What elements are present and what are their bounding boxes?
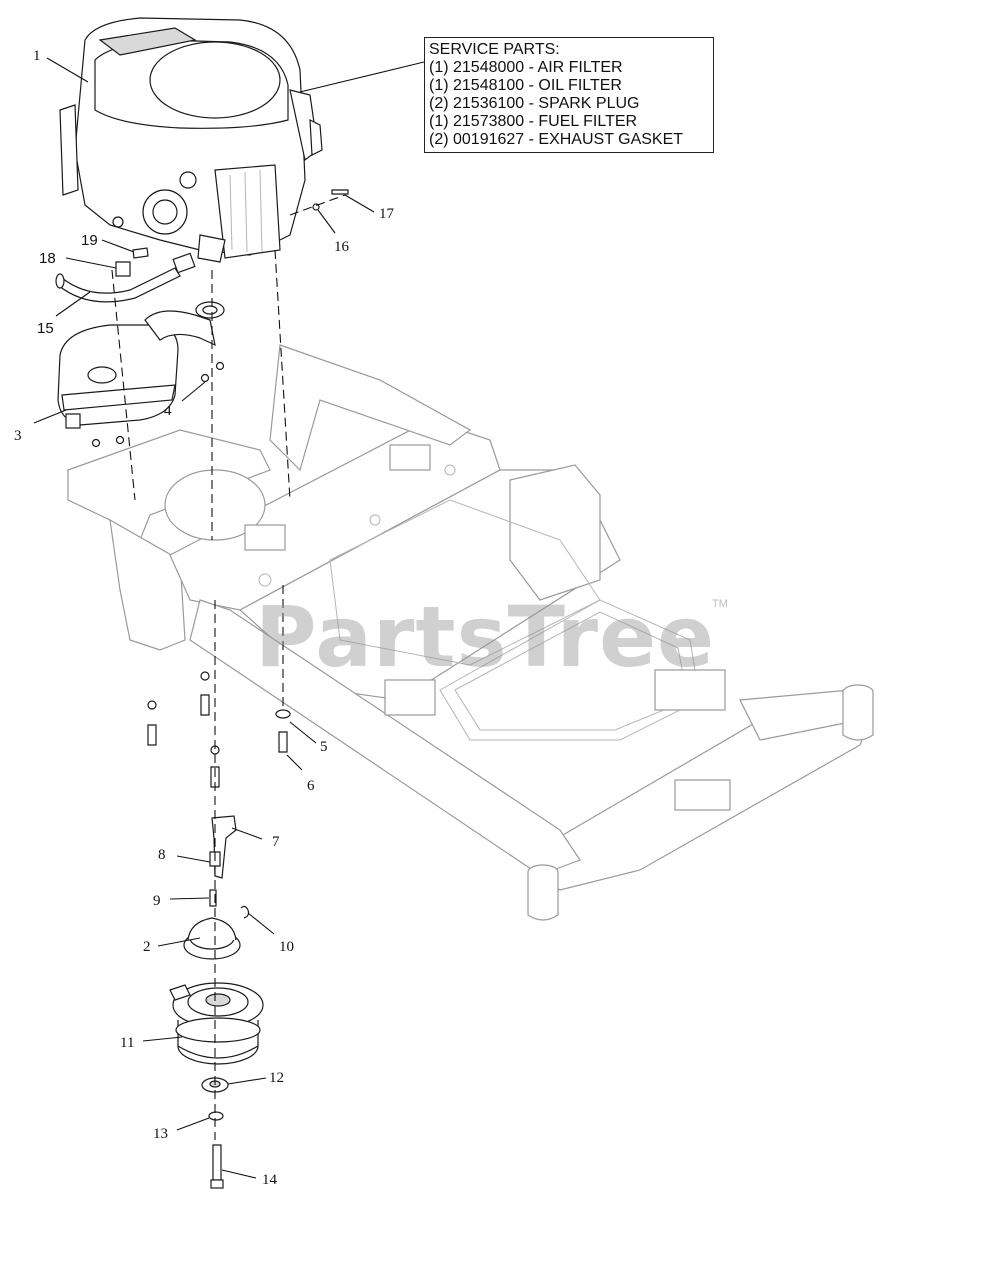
callout-4: 4 (164, 403, 172, 419)
engine-mount-bolts (147, 189, 349, 788)
callout-17: 17 (379, 206, 395, 222)
callout-16: 16 (334, 239, 350, 255)
pto-clutch (169, 982, 264, 1065)
muffler (57, 301, 225, 429)
watermark-text: PartsTree (255, 588, 716, 686)
callout-9: 9 (153, 893, 161, 909)
muffler-nuts (91, 361, 225, 448)
callout-3: 3 (14, 428, 22, 444)
leader-lines (33, 57, 425, 1179)
clutch-bracket (211, 815, 237, 879)
service-part-air-filter: (1) 21548000 - AIR FILTER (429, 59, 623, 76)
callout-13: 13 (153, 1126, 168, 1142)
watermark-trademark: TM (712, 598, 728, 610)
engine (59, 17, 323, 263)
callout-8: 8 (158, 847, 166, 863)
callout-1: 1 (33, 48, 41, 64)
service-parts-heading: SERVICE PARTS: (429, 41, 560, 58)
clutch-bolt-long (210, 1144, 224, 1189)
callout-19: 19 (81, 232, 98, 249)
callout-2: 2 (143, 939, 151, 955)
service-part-spark-plug: (2) 21536100 - SPARK PLUG (429, 95, 640, 112)
lock-washer (208, 1111, 224, 1121)
mower-frame (67, 344, 874, 921)
service-part-fuel-filter: (1) 21573800 - FUEL FILTER (429, 113, 638, 130)
hose-fitting (132, 247, 149, 259)
callout-12: 12 (269, 1070, 284, 1086)
callout-18: 18 (39, 250, 56, 267)
hose-clamp (115, 261, 131, 277)
callout-5: 5 (320, 739, 328, 755)
service-part-exhaust-gasket: (2) 00191627 - EXHAUST GASKET (429, 131, 684, 148)
callout-10: 10 (279, 939, 294, 955)
service-parts-box: SERVICE PARTS: (1) 21548000 - AIR FILTER… (424, 37, 714, 153)
callout-14: 14 (262, 1172, 278, 1188)
engine-pulley (183, 917, 241, 960)
key (209, 889, 217, 907)
service-part-oil-filter: (1) 21548100 - OIL FILTER (429, 77, 622, 94)
callout-6: 6 (307, 778, 315, 794)
callout-labels: 1 3 4 5 6 7 8 9 2 10 11 12 13 14 16 17 1… (14, 48, 395, 1188)
callout-11: 11 (120, 1035, 134, 1051)
spring-clip (240, 905, 250, 919)
callout-7: 7 (272, 834, 280, 850)
alignment-centerlines (111, 194, 346, 1140)
callout-15: 15 (37, 320, 54, 337)
